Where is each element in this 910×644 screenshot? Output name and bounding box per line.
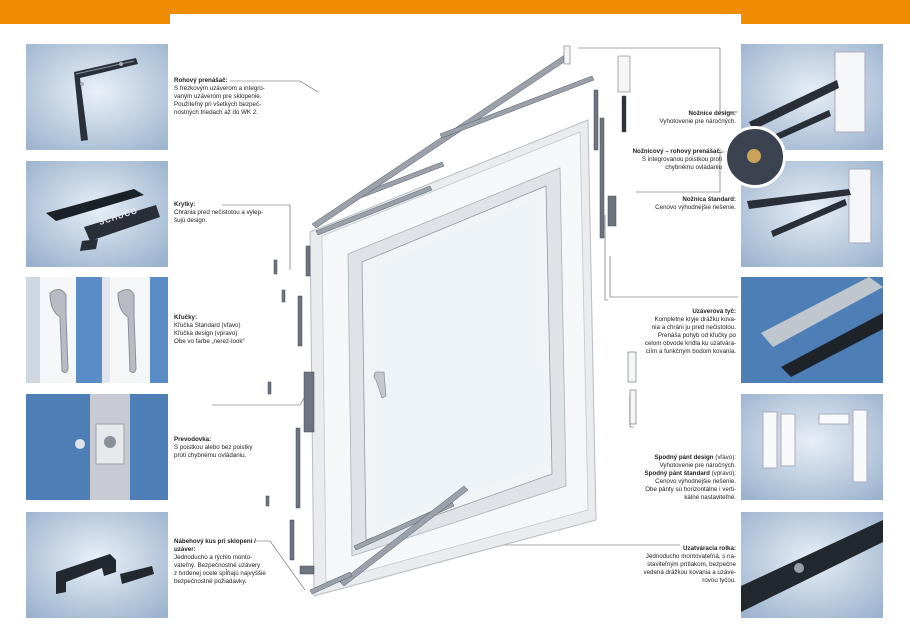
photo-corner-drive xyxy=(26,44,168,150)
label-klucky: Kľučky:Kľučka Standard (vľavo) Kľučka de… xyxy=(174,314,245,345)
label-noznica-standard: Nožnica štandard:Cenovo výhodnejšie rieš… xyxy=(655,196,736,211)
photo-gear xyxy=(26,394,168,500)
zoom-detail-circle xyxy=(724,126,786,188)
photo-keeper xyxy=(26,512,168,618)
photo-locking-bar xyxy=(741,277,883,383)
label-noznice-design: Nožnice design:Vyhotovenie pre náročných… xyxy=(659,110,736,125)
label-spodny-pant: Spodný pánt design (vľavo): Vyhotovenie … xyxy=(644,454,736,501)
label-nabehovy-kus: Nábehový kus pri sklopení / uzáver:Jedno… xyxy=(174,538,266,585)
label-uzaverova-tyc: Uzáverová tyč:Kompletne kryje drážku kov… xyxy=(644,308,736,355)
label-prevodovka: Prevodovka:S poistkou alebo bez poistky … xyxy=(174,436,253,459)
photo-roller xyxy=(741,512,883,618)
label-krytky: Krytky:Chránia pred nečistotou a vylep- … xyxy=(174,201,264,224)
label-rohovy-prenasac: Rohový prenášač:S frézkovým uzáverom a i… xyxy=(174,77,265,116)
window-frame xyxy=(309,119,597,597)
label-uzatvaracia-rolka: Uzatváracia rolka:Jednoducho montovateľn… xyxy=(643,545,736,584)
photo-handles xyxy=(26,277,168,383)
photo-scissors-design xyxy=(741,44,883,150)
photo-covers xyxy=(26,161,168,267)
label-noznicovy-rohovy: Nožnicový – rohový prenášač:S integrovan… xyxy=(632,148,722,171)
top-bar-gap xyxy=(170,14,741,26)
photo-hinges xyxy=(741,394,883,500)
